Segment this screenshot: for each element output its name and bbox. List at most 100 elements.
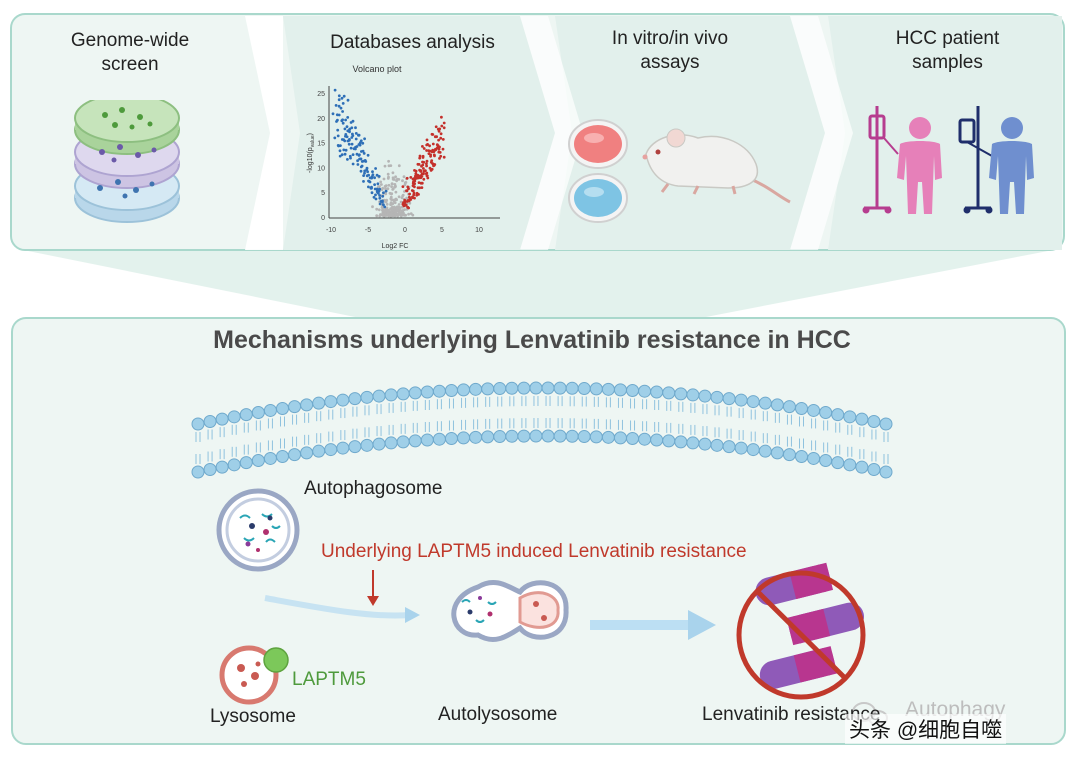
- lipid-head: [541, 429, 555, 443]
- lipid-head: [300, 446, 314, 460]
- volcano-point: [425, 162, 428, 166]
- volcano-point: [437, 150, 441, 154]
- volcano-point: [442, 121, 446, 125]
- lipid-head: [263, 451, 277, 465]
- volcano-point: [383, 164, 387, 168]
- lipid-head: [686, 436, 700, 450]
- lipid-head: [288, 400, 302, 414]
- lipid-head: [275, 401, 289, 415]
- volcano-point: [403, 208, 406, 212]
- volcano-point: [433, 154, 436, 158]
- lysosome-label: Lysosome: [210, 706, 296, 727]
- volcano-point: [360, 160, 364, 163]
- volcano-point: [437, 129, 441, 133]
- volcano-point: [425, 159, 429, 163]
- lipid-head: [831, 408, 845, 422]
- lipid-head: [396, 435, 410, 449]
- volcano-point: [414, 172, 418, 176]
- lipid-head: [312, 396, 326, 410]
- volcano-point: [376, 182, 380, 186]
- lipid-head: [384, 436, 398, 450]
- lipid-head: [710, 390, 724, 404]
- volcano-point: [365, 166, 369, 170]
- volcano-point: [403, 181, 407, 185]
- volcano-point: [425, 149, 428, 152]
- lipid-head: [457, 383, 471, 397]
- volcano-point: [399, 200, 403, 204]
- volcano-point: [375, 214, 379, 218]
- volcano-point: [357, 143, 361, 146]
- volcano-point: [433, 135, 437, 139]
- lipid-head: [529, 429, 543, 443]
- lipid-head: [203, 463, 217, 477]
- volcano-point: [420, 181, 424, 185]
- volcano-point: [401, 193, 405, 197]
- volcano-point: [418, 154, 422, 158]
- lipid-head: [239, 456, 253, 470]
- volcano-point: [342, 94, 346, 98]
- volcano-point: [349, 121, 353, 124]
- lipid-head: [420, 433, 434, 447]
- volcano-xtick: 0: [403, 227, 407, 234]
- volcano-point: [358, 153, 361, 157]
- autolysosome-label: Autolysosome: [438, 704, 558, 725]
- volcano-point: [341, 118, 344, 122]
- volcano-point: [438, 127, 442, 131]
- lipid-head: [879, 417, 893, 431]
- volcano-point: [337, 94, 341, 98]
- volcano-point: [410, 189, 414, 192]
- volcano-point: [375, 207, 379, 211]
- volcano-point: [418, 168, 421, 172]
- volcano-point: [333, 136, 337, 140]
- volcano-point: [382, 177, 386, 181]
- lipid-head: [662, 434, 676, 448]
- volcano-point: [429, 169, 433, 172]
- volcano-point: [386, 187, 390, 191]
- volcano-point: [401, 203, 405, 206]
- volcano-point: [442, 155, 446, 159]
- laptm5-label: LAPTM5: [292, 669, 366, 690]
- lipid-head: [263, 403, 277, 417]
- volcano-point: [336, 134, 340, 138]
- lipid-head: [565, 381, 579, 395]
- lipid-head: [626, 383, 640, 397]
- volcano-point: [374, 167, 377, 170]
- lipid-head: [638, 432, 652, 446]
- volcano-point: [420, 186, 424, 190]
- volcano-point: [378, 196, 382, 200]
- volcano-point: [368, 176, 372, 180]
- volcano-point: [379, 180, 383, 184]
- volcano-point: [383, 185, 387, 188]
- volcano-point: [348, 154, 352, 158]
- volcano-point: [343, 152, 347, 156]
- volcano-point: [362, 152, 366, 155]
- volcano-point: [413, 182, 416, 186]
- volcano-point: [406, 185, 410, 189]
- volcano-point: [387, 183, 391, 187]
- lipid-head: [481, 430, 495, 444]
- lipid-head: [746, 395, 760, 409]
- volcano-point: [383, 205, 387, 209]
- volcano-point: [387, 159, 390, 163]
- hcc-patients-icon: [862, 106, 1034, 214]
- volcano-point: [385, 202, 389, 206]
- lipid-head: [408, 434, 422, 448]
- volcano-point: [404, 203, 408, 207]
- lipid-head: [867, 463, 881, 477]
- lipid-head: [601, 382, 615, 396]
- lipid-head: [577, 382, 591, 396]
- lipid-head: [770, 446, 784, 460]
- volcano-point: [380, 183, 383, 186]
- volcano-ytick: 0: [321, 215, 325, 222]
- volcano-point: [391, 177, 395, 181]
- volcano-point: [401, 185, 405, 188]
- volcano-point: [341, 121, 345, 125]
- lipid-head: [312, 444, 326, 458]
- volcano-point: [418, 156, 422, 160]
- volcano-point: [434, 125, 438, 129]
- volcano-point: [409, 176, 413, 179]
- lipid-head: [855, 412, 869, 426]
- volcano-point: [340, 153, 344, 157]
- volcano-point: [347, 142, 351, 146]
